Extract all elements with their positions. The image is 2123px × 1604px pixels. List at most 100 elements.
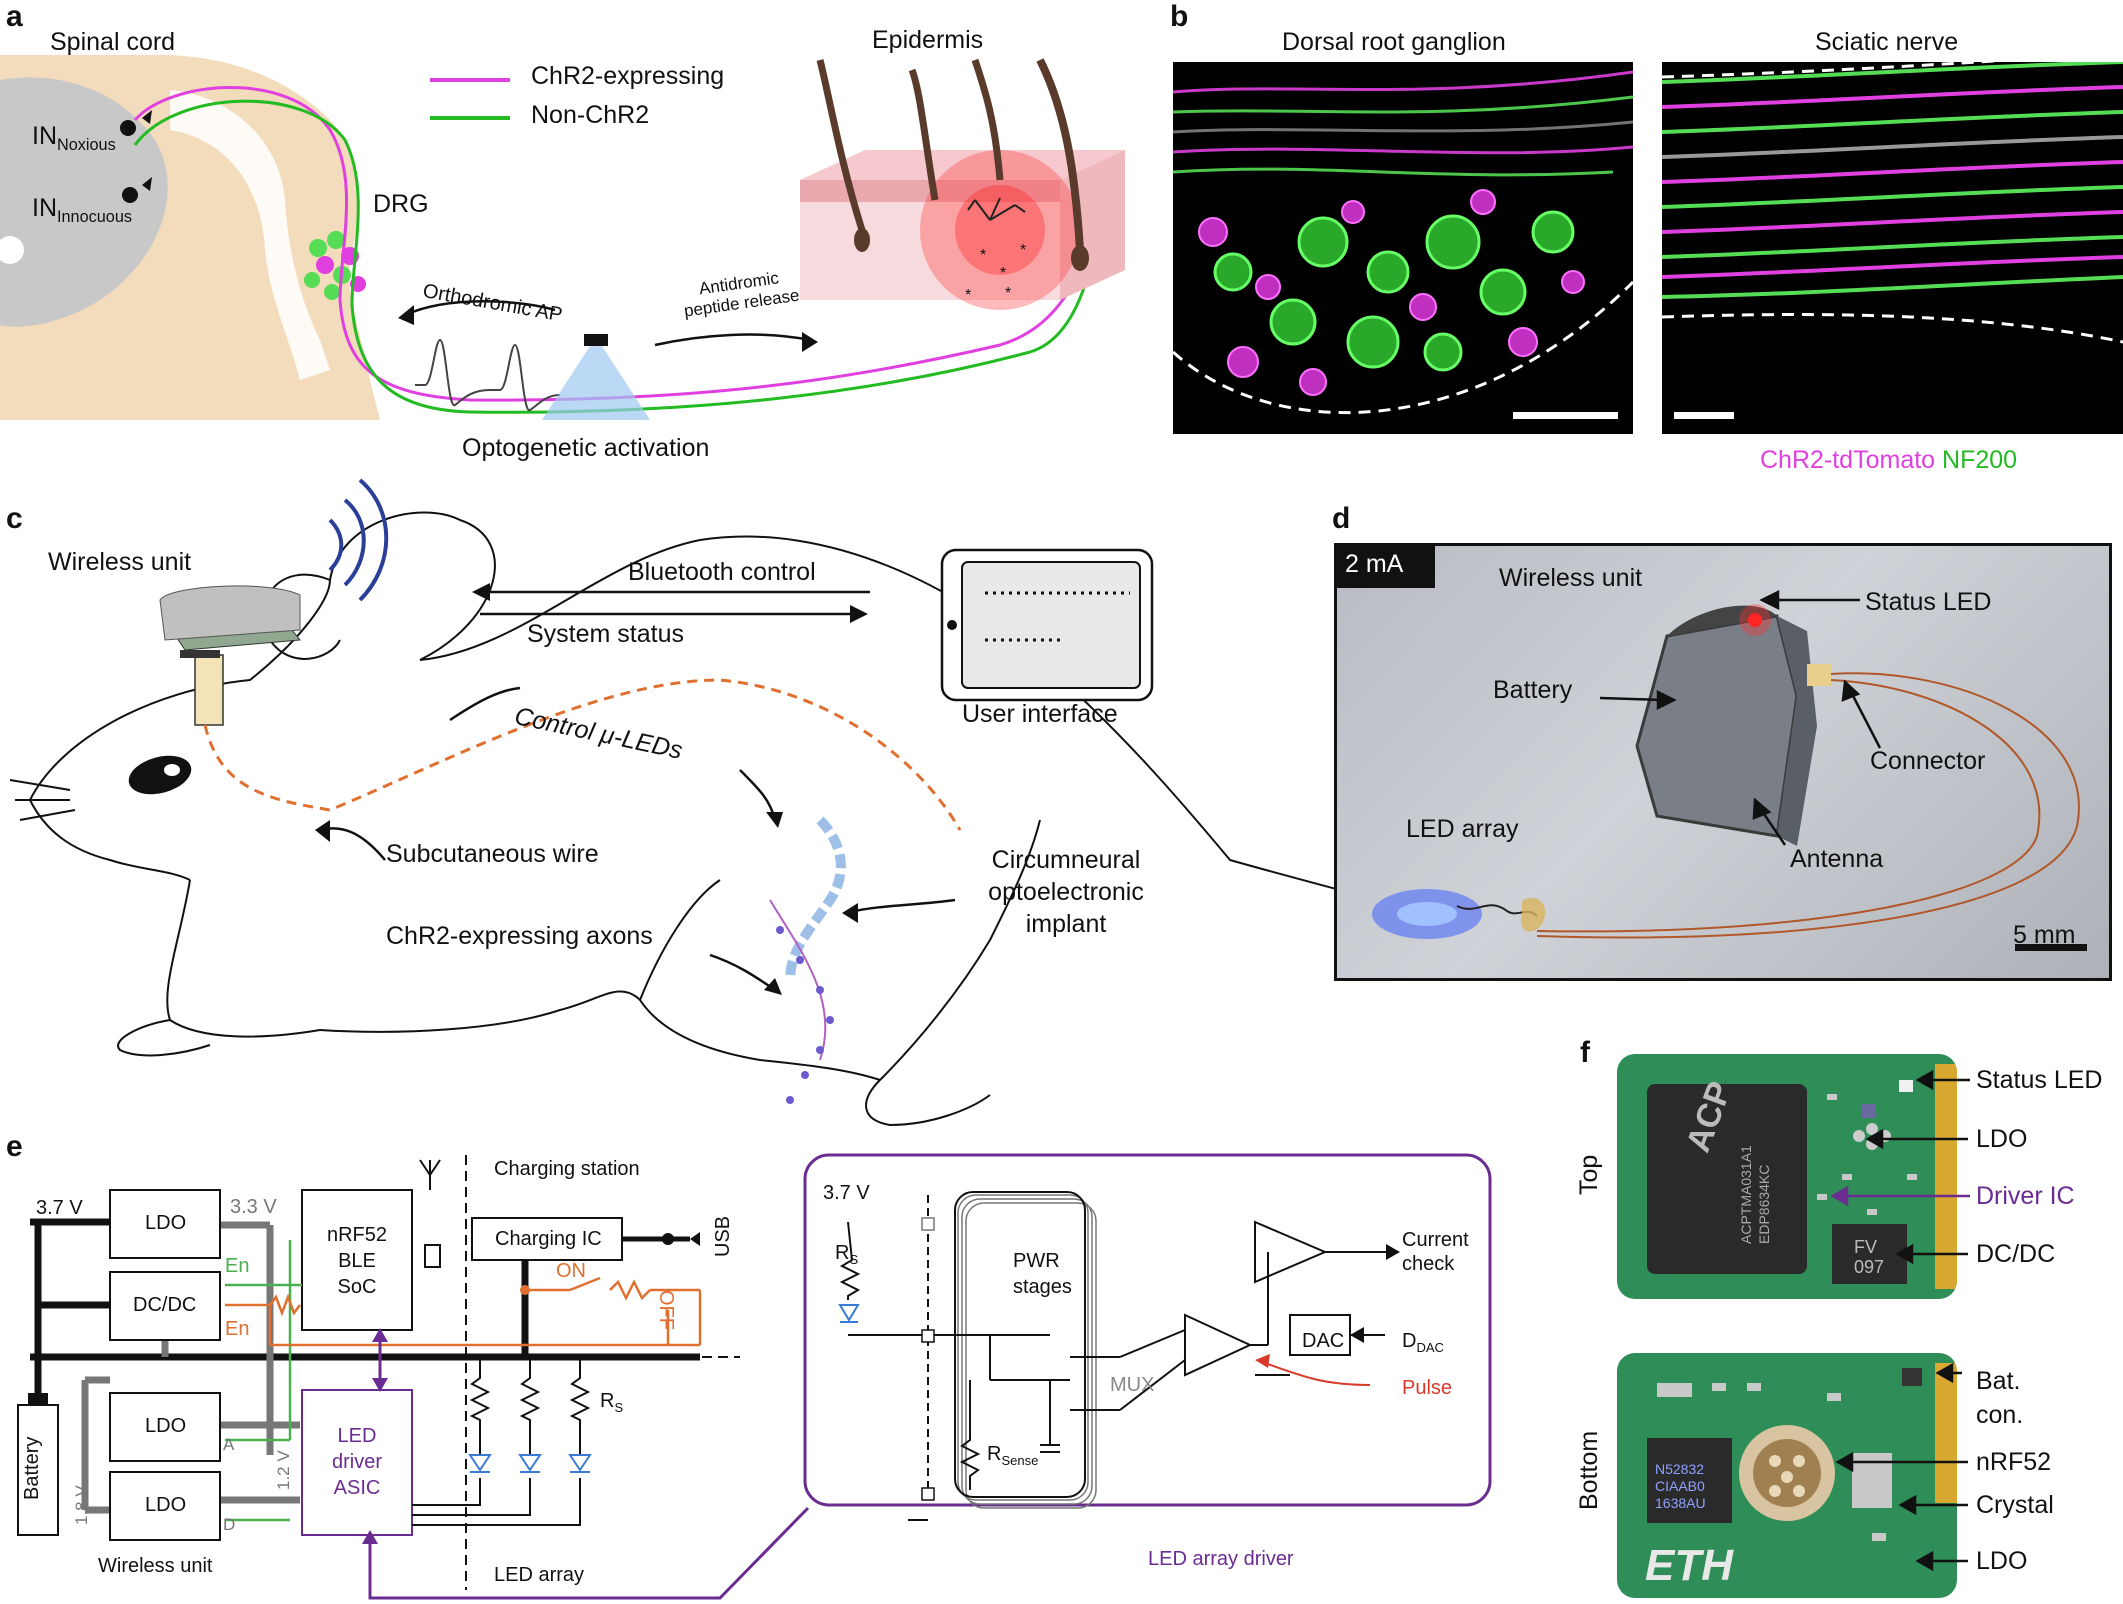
- ddac-label: DDAC: [1402, 1330, 1444, 1355]
- d-connector-label: Connector: [1870, 747, 1986, 775]
- panel-label-e: e: [6, 1130, 23, 1163]
- dac-box-label: DAC: [1302, 1330, 1345, 1352]
- spinal-cord-label: Spinal cord: [50, 28, 176, 56]
- ldo-a-label: A: [223, 1435, 235, 1454]
- driver-v37-label: 3.7 V: [823, 1182, 870, 1204]
- f-nrf52-label: nRF52: [1976, 1448, 2052, 1476]
- in-innocuous-label: INInnocuous: [32, 194, 132, 226]
- epidermis-illustration: * * * * *: [800, 58, 1125, 310]
- f-driver-ic-label: Driver IC: [1976, 1182, 2075, 1210]
- ldo-box-3: LDO: [145, 1494, 187, 1516]
- d-antenna-label: Antenna: [1790, 845, 1884, 873]
- board-logo: ETH: [1645, 1541, 1733, 1590]
- user-interface-label: User interface: [962, 700, 1118, 728]
- d-battery-label: Battery: [1493, 676, 1573, 704]
- mouse-illustration: [9, 511, 1451, 1127]
- antidromic-arrow: [654, 333, 811, 347]
- wireless-signal-icon: [328, 478, 389, 602]
- dcdc-box: DC/DC: [133, 1294, 197, 1316]
- ldo-box-2: LDO: [145, 1415, 187, 1437]
- panel-label-b: b: [1170, 0, 1189, 33]
- spinal-cord-illustration: [0, 55, 380, 420]
- device-photo: [1334, 543, 2112, 981]
- e-wireless-unit-label: Wireless unit: [98, 1555, 213, 1577]
- subcutaneous-wire-label: Subcutaneous wire: [386, 840, 599, 868]
- f-ldo-bottom-label: LDO: [1976, 1547, 2028, 1575]
- d-status-led-label: Status LED: [1865, 588, 1992, 616]
- f-crystal-label: Crystal: [1976, 1491, 2054, 1519]
- svg-text:*: *: [965, 287, 971, 304]
- mux-label: MUX: [1110, 1374, 1155, 1396]
- f-dcdc-label: DC/DC: [1976, 1240, 2056, 1268]
- current-badge: 2 mA: [1345, 550, 1404, 578]
- subcutaneous-wire: [203, 678, 962, 831]
- wireless-unit-label: Wireless unit: [48, 548, 192, 576]
- ldo-box-1: LDO: [145, 1212, 187, 1234]
- light-cone: [542, 346, 650, 420]
- ldo-d-label: D: [223, 1515, 236, 1534]
- panel-label-d: d: [1332, 502, 1351, 535]
- stain-legend: ChR2-tdTomato NF200: [1760, 446, 2018, 474]
- legend-nonchr2-label: Non-ChR2: [531, 101, 650, 129]
- rsense-label: RSense: [987, 1443, 1039, 1468]
- charging-ic-label: Charging IC: [495, 1228, 602, 1250]
- charging-station-label: Charging station: [494, 1158, 640, 1180]
- led-source: [584, 334, 608, 346]
- d-wireless-unit-label: Wireless unit: [1499, 564, 1643, 592]
- pulse-label: Pulse: [1402, 1377, 1453, 1399]
- e-v37-label: 3.7 V: [36, 1197, 83, 1219]
- rs-label: RS: [600, 1390, 624, 1415]
- panel-label-c: c: [6, 502, 23, 535]
- f-bat-con-label: Bat.con.: [1976, 1367, 2024, 1429]
- svg-text:*: *: [1005, 285, 1011, 302]
- in-noxious-label: INNoxious: [32, 122, 116, 154]
- chr2-axons-label: ChR2-expressing axons: [386, 922, 653, 950]
- panel-label-f: f: [1580, 1036, 1590, 1069]
- optogenetic-label: Optogenetic activation: [462, 434, 710, 462]
- drg-label: DRG: [373, 190, 429, 218]
- e-led-array-label: LED array: [494, 1564, 585, 1586]
- sciatic-micrograph: [1662, 62, 2123, 434]
- d-led-array-label: LED array: [1406, 815, 1519, 843]
- panel-label-a: a: [6, 0, 23, 33]
- d-scale-label: 5 mm: [2013, 921, 2076, 949]
- legend-chr2-label: ChR2-expressing: [531, 62, 725, 90]
- orthodromic-arrow: [404, 300, 556, 317]
- on-label: ON: [556, 1260, 586, 1282]
- svg-text:*: *: [1020, 242, 1026, 259]
- v33-label: 3.3 V: [230, 1196, 277, 1218]
- driver-rs-label: RS: [835, 1242, 859, 1267]
- driver-caption: LED array driver: [1148, 1548, 1294, 1570]
- sciatic-image-title: Sciatic nerve: [1815, 28, 1959, 56]
- drg-image-title: Dorsal root ganglion: [1282, 28, 1506, 56]
- f-ldo-top-label: LDO: [1976, 1125, 2028, 1153]
- nonchr2-axon-path: [133, 99, 1107, 414]
- user-interface-tablet[interactable]: [940, 548, 1154, 702]
- en-label-1: En: [225, 1255, 250, 1277]
- f-status-led-label: Status LED: [1976, 1066, 2103, 1094]
- bluetooth-label: Bluetooth control: [628, 558, 816, 586]
- action-potential-waves: [415, 338, 561, 412]
- svg-text:*: *: [1000, 265, 1006, 282]
- drg-micrograph: [1173, 62, 1633, 434]
- implant-illustration: [769, 816, 846, 1104]
- in-neuron-markers: [120, 110, 152, 203]
- epidermis-label: Epidermis: [872, 26, 984, 54]
- system-status-label: System status: [527, 620, 684, 648]
- en-label-2: En: [225, 1318, 250, 1340]
- wireless-unit-device: [159, 585, 301, 726]
- svg-text:*: *: [980, 247, 986, 264]
